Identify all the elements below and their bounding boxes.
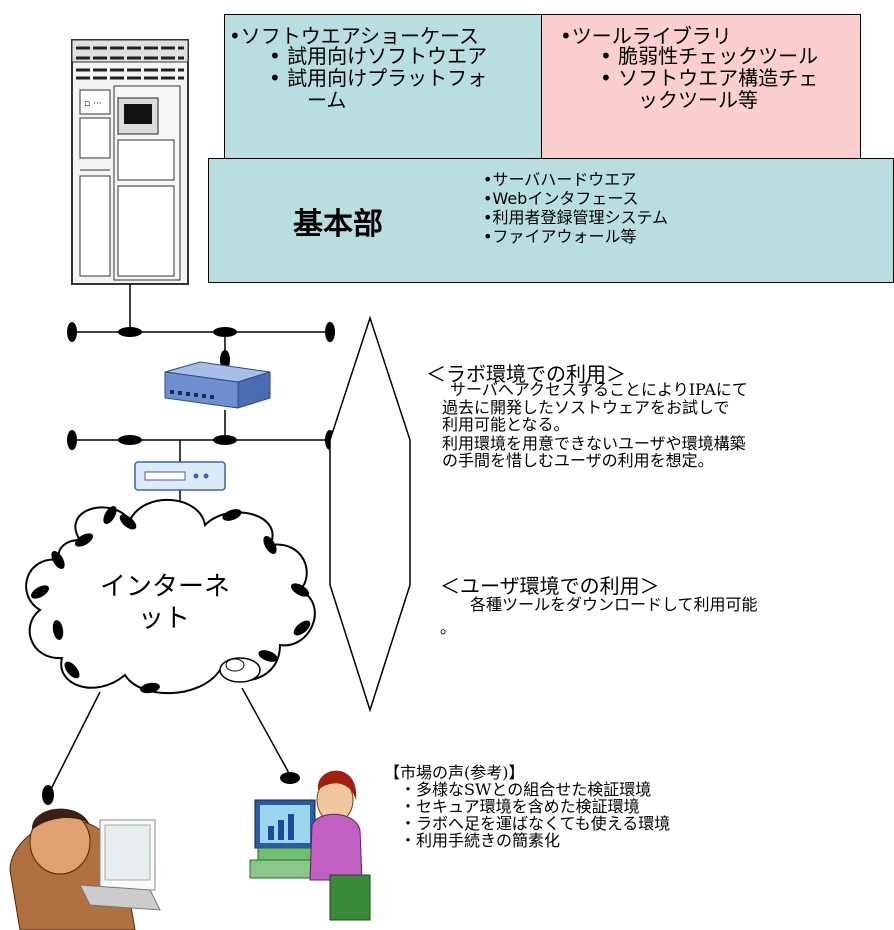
user-usage-line-1: 各種ツールをダウンロードして利用可能 (470, 595, 758, 614)
kihon-base-box: 基本部 •サーバハードウエア •Webインタフェース •利用者登録管理システム … (208, 158, 894, 283)
tool-library-item-2: • ソフトウエア構造チェ (600, 66, 819, 90)
firewall-device-icon (134, 461, 226, 491)
market-voice-line-1: ・多様なSWとの組合せた検証環境 (400, 780, 652, 799)
tool-library-item-3: ックツール等 (638, 88, 758, 112)
server-tower-icon: ▫ ··· (71, 39, 189, 285)
tool-library-box: •ツールライブラリ • 脆弱性チェックツール • ソフトウエア構造チェ ックツー… (541, 14, 861, 159)
user-usage-line-2: 。 (440, 618, 457, 637)
internet-label-line2: ット (138, 604, 191, 634)
internet-cloud (25, 498, 316, 695)
lab-usage-heading: ＜ラボ環境での利用＞ (426, 362, 626, 386)
user-usage-heading: ＜ユーザ環境での利用＞ (440, 574, 660, 598)
lab-usage-line-2: 過去に開発したソストウェアをお試しで (442, 398, 730, 417)
tool-library-item-1: • 脆弱性チェックツール (600, 44, 819, 68)
lab-usage-line-3: 利用可能となる。 (442, 415, 570, 434)
software-showcase-box: •ソフトウエアショーケース • 試用向けソフトウエア • 試用向けプラットフォ … (224, 14, 542, 159)
showcase-item-3: ーム (307, 88, 347, 112)
lab-usage-line-5: の手間を惜しむユーザの利用を想定。 (442, 451, 714, 470)
showcase-item-1: • 試用向けソフトウエア (269, 44, 488, 68)
kihon-item-3: •利用者登録管理システム (483, 208, 668, 227)
showcase-title: •ソフトウエアショーケース (229, 24, 479, 48)
user-woman-pc-icon (249, 770, 371, 921)
user-person-icon (9, 808, 161, 930)
market-voice-line-4: ・利用手続きの簡素化 (400, 831, 561, 850)
kihon-label: 基本部 (293, 207, 383, 242)
lab-usage-line-4: 利用環境を用意できないユーザや環境構築 (442, 434, 746, 453)
usage-bracket (329, 315, 411, 713)
internet-label-line1: インターネ (100, 572, 231, 602)
market-voice-line-3: ・ラボへ足を運ばなくても使える環境 (400, 814, 671, 833)
tool-library-title: •ツールライブラリ (560, 24, 732, 48)
kihon-item-2: •Webインタフェース (483, 189, 639, 208)
kihon-item-4: •ファイアウォール等 (483, 227, 637, 246)
kihon-item-1: •サーバハードウエア (483, 170, 637, 189)
lab-usage-line-1: サーバへアクセスすることによりIPAにて (450, 380, 748, 399)
market-voice-heading: 【市場の声(参考)】 (384, 763, 525, 782)
showcase-item-2: • 試用向けプラットフォ (269, 66, 488, 90)
market-voice-line-2: ・セキュア環境を含めた検証環境 (400, 797, 640, 816)
svg-text:▫ ···: ▫ ··· (84, 99, 102, 109)
network-lines (47, 284, 330, 796)
router-icon (164, 361, 271, 409)
